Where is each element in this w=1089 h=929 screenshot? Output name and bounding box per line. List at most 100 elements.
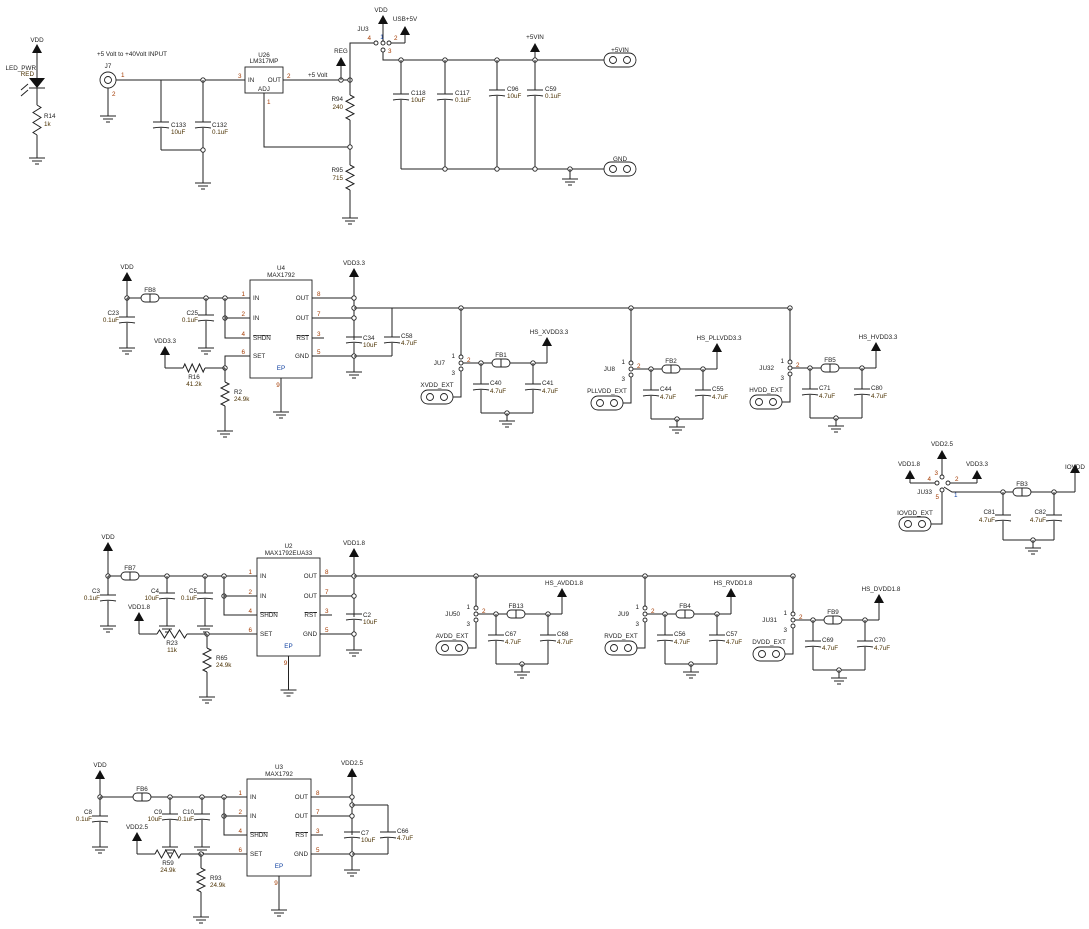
jumper-pin-contact [458,354,464,360]
ground-icon [514,664,530,679]
power-port-arrow-icon [874,594,884,603]
pin-number: 2 [651,608,655,615]
ground-icon [162,839,178,854]
ground-icon [92,839,108,854]
capacitor-icon [642,389,660,397]
pin-number: 1 [466,604,470,611]
value-label: 24.9k [234,396,250,403]
pin-number: 2 [637,363,641,370]
test-pad-connector [749,394,783,410]
ic-ref: U26 [258,52,270,59]
test-pad-connector [604,640,638,656]
pin-number: 2 [796,362,800,369]
ground-icon [346,642,362,657]
ic-body [249,279,313,379]
value-label: 10uF [363,342,378,349]
power-port-label: REG [334,48,348,55]
ic-ref: U2 [284,543,293,550]
pin-name: IN [248,77,255,84]
value-label: 10uF [145,595,160,602]
pin-name: RST [295,832,308,839]
capacitor-icon [539,634,557,642]
resistor-icon [32,104,42,136]
ref-label: R59 [162,860,174,867]
pin-number: 1 [621,359,625,366]
pin-number: 2 [394,35,398,42]
power-port-label: +5VIN [526,34,544,41]
capacitor-icon [152,121,170,129]
power-port-label: VDD [93,762,107,769]
capacitor-icon [345,613,363,621]
pin-number: 4 [238,828,242,835]
junction-dot [347,144,353,150]
value-label: 10uF [171,129,186,136]
capacitor-icon [1045,514,1063,522]
ref-label: C44 [660,386,672,393]
pin-name: GND [303,631,317,638]
power-port-label: HS_HVDD3.3 [859,334,898,341]
jumper-pin-contact [790,623,796,629]
power-port-arrow-icon [103,542,113,551]
pad-hole-icon [440,393,448,401]
pin-number: 7 [316,809,320,816]
ground-icon [831,670,847,685]
pin-number: 4 [927,476,931,483]
value-label: 0.1uF [76,816,92,823]
pad-label: +5VIN [611,47,629,54]
power-port-arrow-icon [160,346,170,355]
power-port-arrow-icon [122,272,132,281]
junction-dot [351,631,357,637]
capacitor-icon [197,314,215,322]
ref-label: C34 [363,335,375,342]
ref-label: C8 [84,809,93,816]
value-label: 0.1uF [103,317,119,324]
pad-label: GND [613,156,627,163]
jumper-ref: JU33 [917,489,932,496]
test-pad-connector [603,52,637,68]
pad-hole-icon [455,644,463,652]
pad-hole-icon [623,56,631,64]
power-port-arrow-icon [336,57,346,66]
ref-label: R93 [210,875,222,882]
pin-number: 5 [316,847,320,854]
capacitor-icon [526,89,544,97]
pad-label: DVDD_EXT [752,639,786,646]
pin-name: IN [250,813,257,820]
value-label: 4.7uF [819,393,835,400]
ground-icon [198,340,214,355]
ground-icon [280,682,297,697]
value-label: 0.1uF [455,97,471,104]
ref-label: R16 [188,374,200,381]
pin-number: 3 [635,621,639,628]
jumper-ref: JU8 [604,366,616,373]
power-port-arrow-icon [349,268,359,277]
wire [637,622,646,649]
pin-name: RST [304,612,317,619]
ground-icon [669,419,685,434]
jumper-ref: JU32 [759,365,774,372]
ground-icon [346,364,362,379]
pad-hole-icon [609,165,617,173]
led-color: RED [21,71,35,78]
pin-number: 1 [248,569,252,576]
pin-number: 1 [635,604,639,611]
wire [931,492,943,525]
capacitor-icon [994,514,1012,522]
resistor-icon [154,848,182,860]
pin-name: OUT [295,794,308,801]
pad-label: XVDD_EXT [420,382,453,389]
resistor-icon [344,164,356,191]
jumper-pin-contact [473,611,479,617]
pin-number: 5 [935,494,939,501]
jumper-pin-contact [458,366,464,372]
value-label: 4.7uF [979,517,995,524]
resistor-icon [195,867,207,893]
led-name: LED_PWR [6,65,37,72]
pin-number: 6 [238,847,242,854]
capacitor-icon [118,316,136,324]
pin-number: 1 [380,34,384,41]
capacitor-icon [383,336,401,344]
ground-icon [119,340,135,355]
ref-label: C56 [674,631,686,638]
value-label: 24.9k [160,867,176,874]
